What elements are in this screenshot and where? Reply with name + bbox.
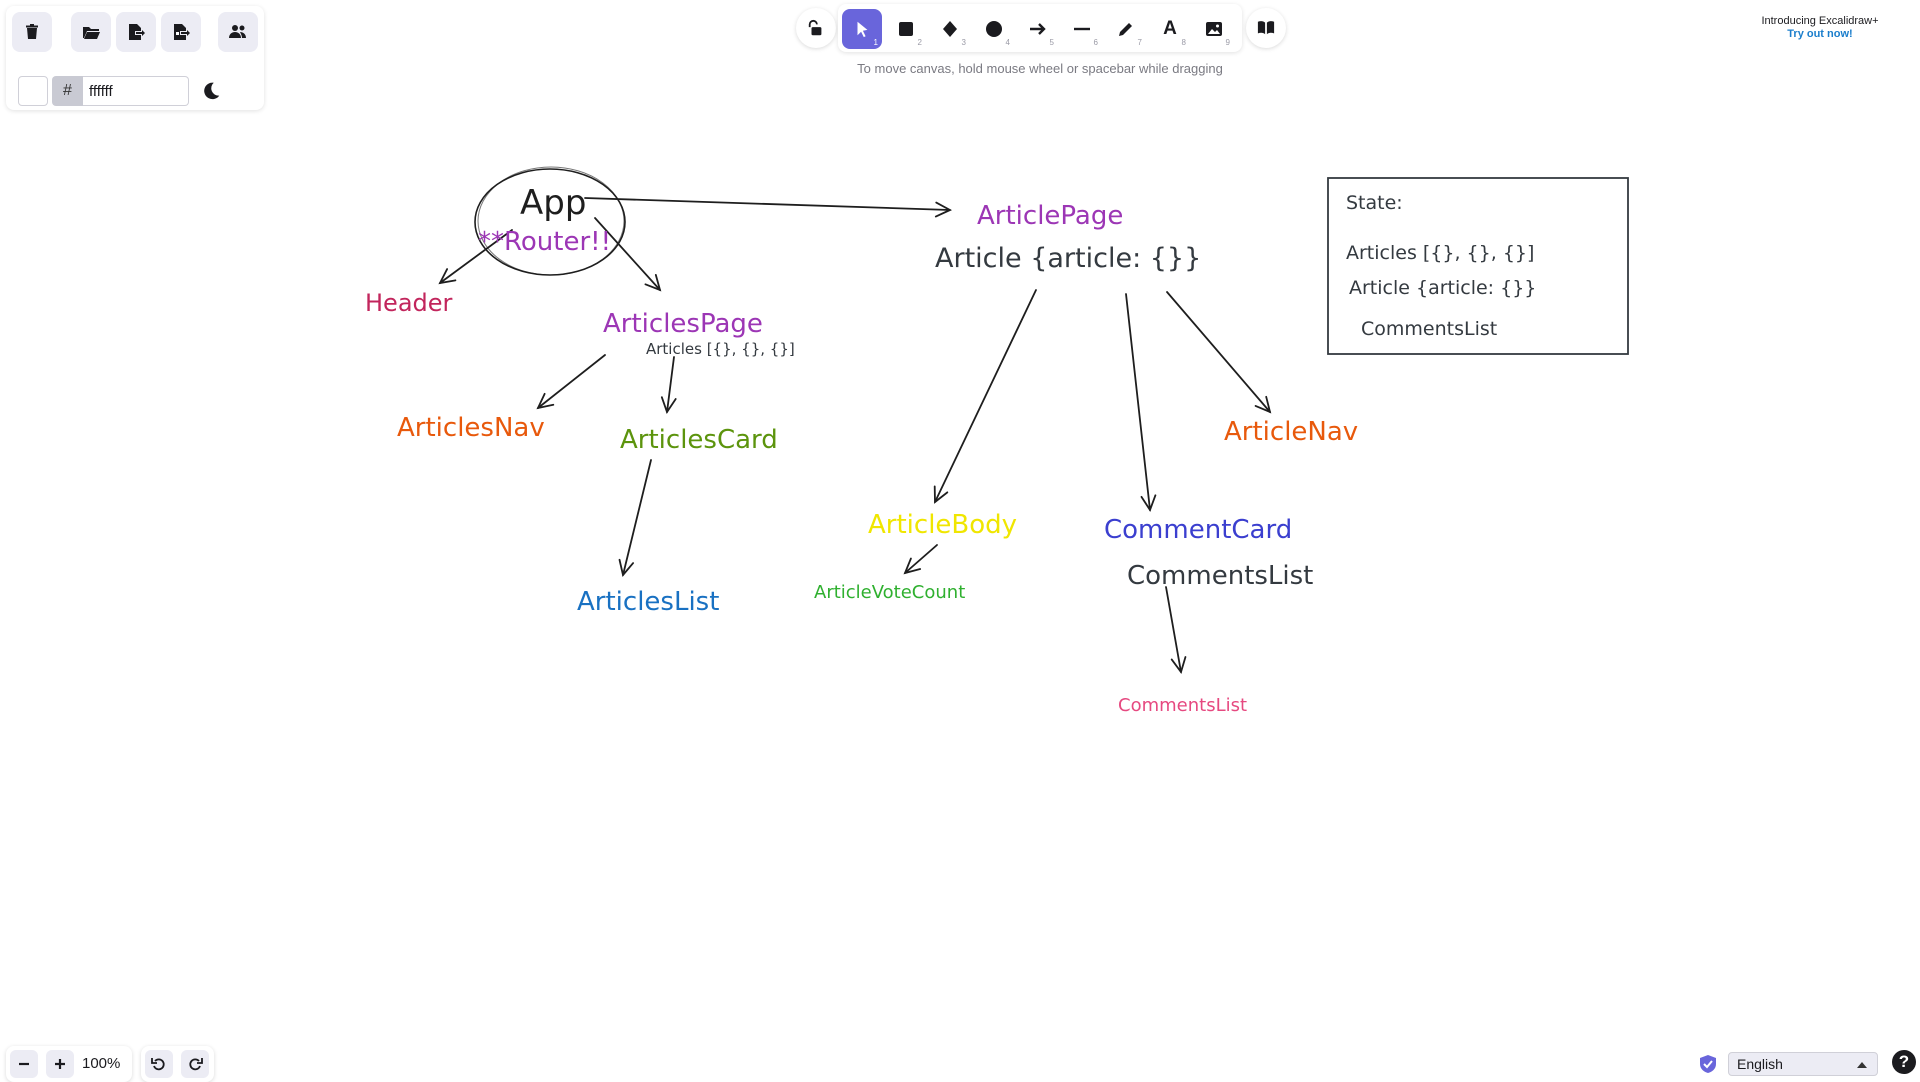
node-labels: App **Router!! Header ArticlesPage Artic… (365, 183, 1536, 716)
excalidraw-plus-promo: Introducing Excalidraw+ Try out now! (1720, 15, 1920, 40)
canvas-actions-panel: # (6, 6, 264, 110)
arrow-app-to-articlespage (594, 217, 662, 292)
zoom-out-button[interactable] (10, 1050, 38, 1078)
tool-draw[interactable]: 7 (1106, 9, 1146, 49)
image-icon (1206, 22, 1222, 36)
encryption-shield-icon[interactable] (1698, 1054, 1718, 1074)
book-open-icon (1257, 21, 1275, 35)
pencil-icon (1119, 23, 1132, 36)
text-icon: A (1163, 18, 1177, 39)
language-value: English (1737, 1056, 1783, 1072)
node-articlepage: ArticlePage (977, 201, 1123, 231)
undo-icon (151, 1058, 165, 1071)
node-articlescard: ArticlesCard (620, 425, 778, 455)
background-color-swatch[interactable] (18, 76, 48, 106)
unlock-icon (808, 19, 822, 36)
node-commentslist-child: CommentsList (1118, 695, 1247, 716)
clear-canvas-button[interactable] (12, 12, 52, 52)
arrow-to-articlebody (933, 289, 1037, 504)
node-articlespage-sub: Articles [{}, {}, {}] (646, 340, 795, 358)
redo-button[interactable] (181, 1050, 209, 1078)
export-image-button[interactable] (161, 12, 201, 52)
shapes-toolbar: 1 2 3 4 5 6 7 A 8 9 (838, 4, 1242, 52)
file-export-icon (129, 24, 145, 40)
zoom-controls: 100% (6, 1046, 132, 1082)
arrow-right-icon (1030, 23, 1046, 35)
arrow-to-articlevotecount (903, 544, 938, 575)
canvas-hint: To move canvas, hold mouse wheel or spac… (857, 61, 1223, 76)
live-collaboration-button[interactable] (218, 12, 258, 52)
node-articlenav: ArticleNav (1224, 417, 1358, 447)
tool-line[interactable]: 6 (1062, 9, 1102, 49)
node-articlevotecount: ArticleVoteCount (814, 582, 965, 603)
tool-diamond[interactable]: 3 (930, 9, 970, 49)
connector-arrows (438, 197, 1272, 674)
node-app: App (520, 183, 586, 223)
tool-selection[interactable]: 1 (842, 9, 882, 49)
node-router: **Router!! (478, 227, 611, 257)
language-select[interactable]: English (1728, 1052, 1878, 1076)
users-icon (229, 25, 246, 38)
caret-up-icon (1857, 1062, 1867, 1068)
plus-icon (55, 1059, 65, 1069)
promo-link[interactable]: Try out now! (1787, 28, 1853, 40)
line-icon (1074, 27, 1090, 31)
dark-mode-toggle-icon[interactable] (200, 80, 222, 102)
arrow-app-to-articlepage (584, 197, 953, 218)
promo-title: Introducing Excalidraw+ (1761, 15, 1879, 27)
undo-button[interactable] (145, 1050, 173, 1078)
history-controls (141, 1046, 214, 1082)
zoom-level[interactable]: 100% (82, 1055, 121, 1072)
tool-image[interactable]: 9 (1194, 9, 1234, 49)
arrow-to-commentcard (1125, 293, 1157, 513)
save-to-file-button[interactable] (116, 12, 156, 52)
tool-text[interactable]: A 8 (1163, 18, 1186, 47)
tool-rectangle[interactable]: 2 (886, 9, 926, 49)
arrow-to-commentslist (1165, 586, 1187, 674)
image-export-icon (174, 24, 190, 40)
arrow-app-to-header (438, 229, 513, 285)
arrow-to-articlenav (1166, 291, 1272, 414)
tool-arrow[interactable]: 5 (1018, 9, 1058, 49)
rectangle-icon (899, 22, 913, 36)
app-ellipse-sketch (477, 166, 625, 276)
open-button[interactable] (71, 12, 111, 52)
minus-icon (19, 1062, 29, 1066)
library-button[interactable] (1246, 8, 1286, 48)
node-articlebody: ArticleBody (868, 510, 1017, 540)
state-title: State: (1346, 192, 1403, 214)
lock-tool-button[interactable] (796, 8, 836, 48)
zoom-in-button[interactable] (46, 1050, 74, 1078)
tool-ellipse[interactable]: 4 (974, 9, 1014, 49)
background-color-input[interactable] (83, 76, 189, 106)
folder-open-icon (83, 27, 100, 39)
redo-icon (189, 1058, 203, 1071)
cursor-arrow-icon (857, 21, 868, 38)
arrow-to-articlescard (660, 356, 677, 414)
node-articlepage-sub: Article {article: {}} (935, 243, 1201, 274)
diamond-icon (943, 21, 957, 37)
node-articleslist: ArticlesList (577, 587, 719, 617)
node-commentcard: CommentCard (1104, 515, 1292, 545)
node-articlespage: ArticlesPage (603, 309, 763, 339)
state-box (1327, 177, 1629, 355)
hex-prefix: # (52, 76, 83, 106)
help-button[interactable]: ? (1892, 1050, 1916, 1074)
trash-icon (26, 24, 38, 39)
arrow-to-articleslist (618, 459, 652, 577)
ellipse-icon (986, 21, 1002, 37)
node-header: Header (365, 289, 453, 317)
state-line-articles: Articles [{}, {}, {}] (1346, 242, 1534, 264)
state-line-article: Article {article: {}} (1349, 277, 1536, 299)
node-articlesnav: ArticlesNav (397, 413, 545, 443)
arrow-to-articlesnav (536, 354, 606, 410)
state-line-commentslist: CommentsList (1361, 318, 1497, 340)
node-commentslist: CommentsList (1127, 561, 1313, 591)
